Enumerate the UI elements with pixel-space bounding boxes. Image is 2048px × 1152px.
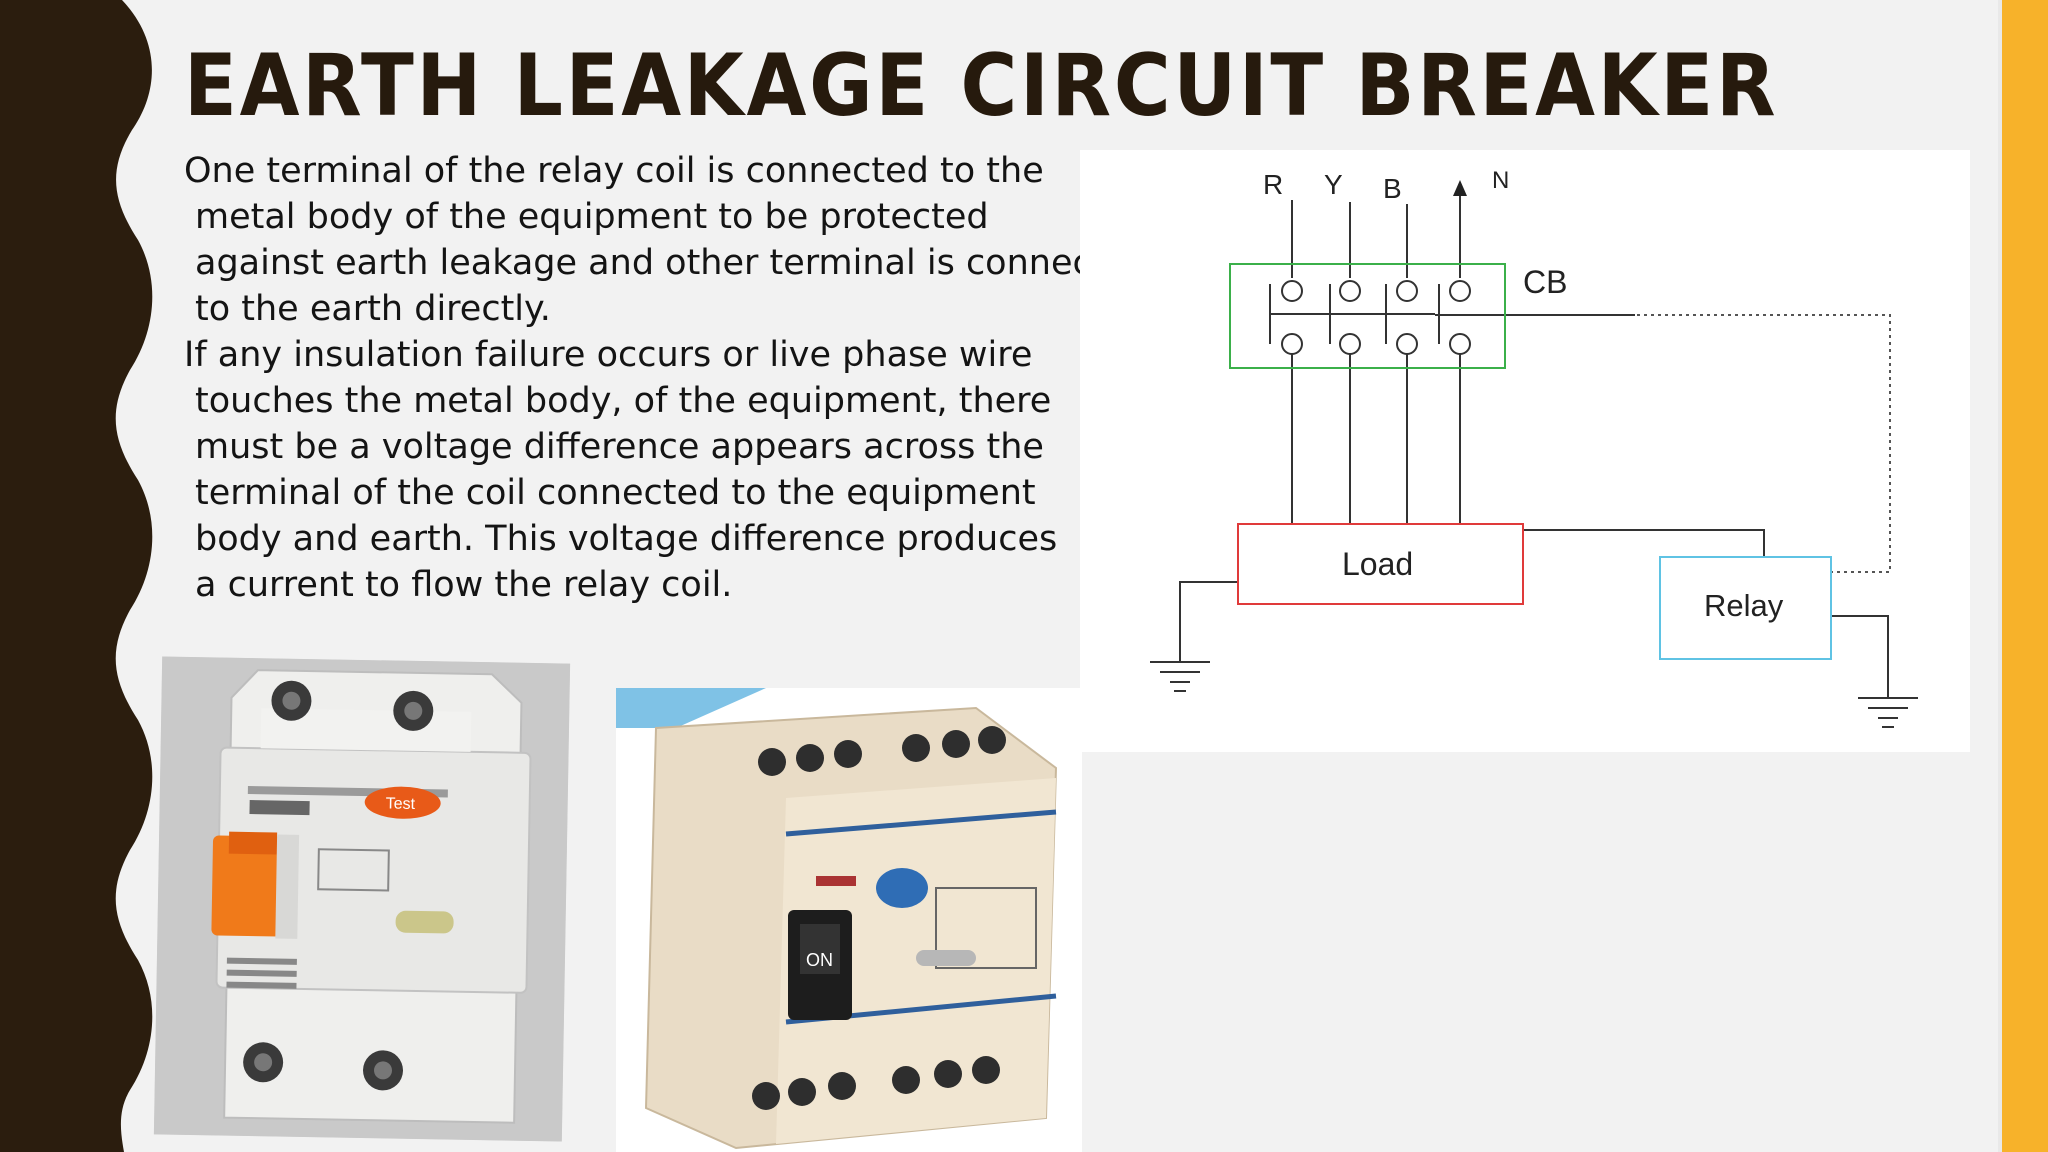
rcd-2pole-photo: Test — [153, 656, 571, 1142]
phase-label-b: B — [1383, 173, 1402, 204]
body-line: metal body of the equipment to be protec… — [195, 197, 989, 237]
cb-label: CB — [1523, 264, 1567, 300]
wavy-band-shape — [0, 0, 153, 1152]
paragraph-relay-connection: One terminal of the relay coil is connec… — [184, 148, 1150, 332]
neutral-arrow-icon — [1453, 180, 1467, 196]
body-text: One terminal of the relay coil is connec… — [184, 148, 1150, 608]
cb-box — [1229, 263, 1506, 369]
body-line: body and earth. This voltage difference … — [195, 519, 1058, 559]
load-box — [1237, 523, 1524, 605]
test-button-label: Test — [386, 795, 416, 813]
phase-label-n: N — [1492, 167, 1509, 194]
cb-contacts — [1281, 280, 1471, 355]
trip-link-dotted — [1637, 314, 1891, 573]
relay-label: Relay — [1704, 588, 1784, 623]
right-band-edge — [1998, 0, 2002, 1152]
phase-label-y: Y — [1324, 169, 1343, 200]
paragraph-insulation-failure: If any insulation failure occurs or live… — [184, 332, 1104, 608]
body-line: touches the metal body, of the equipment… — [195, 381, 1052, 421]
body-line: to the earth directly. — [195, 289, 551, 329]
wavy-left-band — [0, 0, 153, 1152]
load-label: Load — [1342, 546, 1413, 582]
rcd-4pole-photo: ON — [616, 688, 1082, 1152]
on-switch-label: ON — [806, 950, 833, 970]
relay-box — [1659, 556, 1832, 660]
body-line: a current to flow the relay coil. — [195, 565, 733, 605]
body-line: against earth leakage and other terminal… — [195, 243, 1150, 283]
elcb-circuit-diagram: R Y B N CB Load Relay — [1080, 150, 1970, 752]
wires — [1179, 196, 1889, 698]
right-accent-band — [2002, 0, 2048, 1152]
slide-title: EARTH LEAKAGE CIRCUIT BREAKER — [184, 36, 1779, 136]
phase-label-r: R — [1263, 169, 1283, 200]
earth-symbol-icon — [1150, 661, 1210, 692]
body-line: One terminal of the relay coil is connec… — [184, 151, 1044, 191]
body-line: If any insulation failure occurs or live… — [184, 335, 1033, 375]
body-line: terminal of the coil connected to the eq… — [195, 473, 1036, 513]
earth-symbol-icon — [1858, 697, 1918, 728]
body-line: must be a voltage difference appears acr… — [195, 427, 1044, 467]
